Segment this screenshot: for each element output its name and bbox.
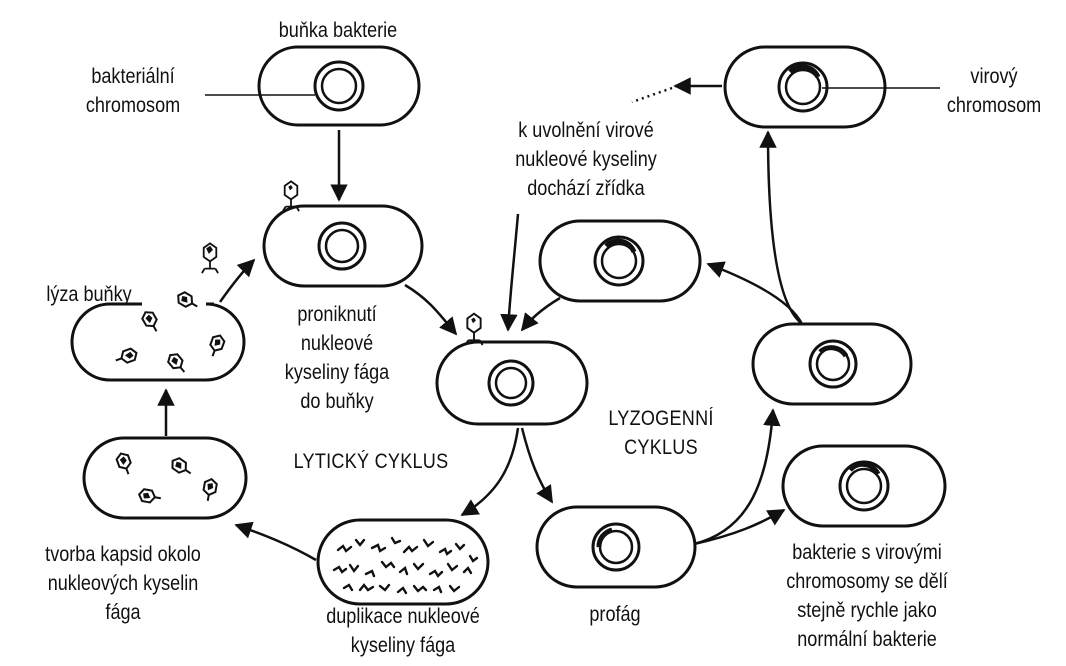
label-bacterial-cell: buňka bakterie: [269, 16, 407, 45]
label-cell-lysis: lýza buňky: [33, 280, 145, 309]
arrow-duplication-to-capsid: [236, 525, 316, 560]
label-prophage: profág: [568, 600, 663, 629]
arrow-release-to-center: [508, 214, 518, 330]
label-division: bakterie s virovými chromosomy se dělí s…: [768, 538, 966, 654]
arrow-center-to-prophage: [522, 428, 552, 502]
prophage-cell: [537, 507, 695, 587]
label-penetration: proniknutí nukleové kyseliny fága do buň…: [273, 300, 402, 416]
arrow-division-to-top: [768, 132, 800, 322]
duplication-cell: [318, 520, 488, 604]
dotted-release-line: [632, 88, 672, 102]
central-cell: [437, 342, 587, 424]
arrow-center-to-duplication: [462, 428, 518, 515]
arrow-division-to-upper: [708, 264, 802, 324]
label-capsid-formation: tvorba kapsid okolo nukleových kyselin f…: [16, 540, 231, 627]
bacterial-cell: [259, 47, 419, 125]
label-rare-release: k uvolnění virové nukleové kyseliny doch…: [500, 116, 672, 203]
released-phage-icons: [114, 243, 226, 375]
phage-injecting-icon: [465, 314, 482, 345]
capsid-forming-cell: [84, 438, 246, 518]
lysogenic-cell-right: [753, 324, 911, 404]
arrow-lysis-to-release: [220, 260, 254, 302]
arrow-upper-to-center: [522, 298, 560, 330]
viral-chromosome-cell: [725, 47, 885, 127]
label-bacterial-chromosome: bakteriální chromosom: [69, 62, 198, 120]
lysogenic-cell-daughter: [783, 446, 945, 526]
cycle-arrows: [166, 86, 802, 560]
phage-attached-icon: [283, 181, 299, 211]
label-lysogenic-cycle: LYZOGENNÍ CYKLUS: [605, 404, 717, 462]
lysogenic-cell-upper: [540, 221, 700, 301]
label-viral-chromosome: virový chromosom: [939, 62, 1049, 120]
infected-cell: [264, 206, 422, 286]
label-lytic-cycle: LYTICKÝ CYKLUS: [281, 447, 462, 476]
label-duplication: duplikace nukleové kyseliny fága: [306, 602, 500, 660]
arrow-infection-to-center: [405, 285, 456, 334]
